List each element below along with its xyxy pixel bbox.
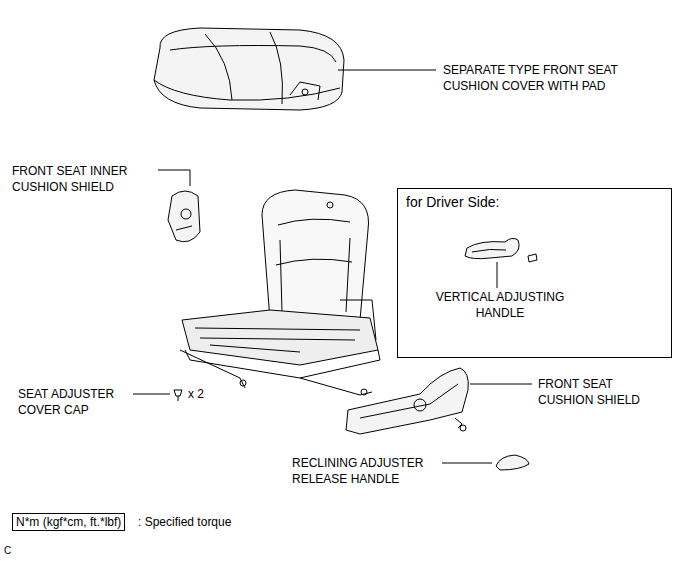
leader-line: [338, 70, 436, 71]
cover-cap-icon: [174, 390, 182, 401]
leader-line: [158, 170, 190, 186]
cushion-cover-drawing: [154, 28, 344, 110]
part-label: FRONT SEAT INNER CUSHION SHIELD: [12, 163, 142, 195]
leader-line: [470, 384, 532, 385]
quantity-label: x 2: [188, 386, 228, 402]
part-label: VERTICAL ADJUSTING HANDLE: [425, 289, 575, 321]
leader-line: [497, 262, 498, 288]
part-label: RECLINING ADJUSTER RELEASE HANDLE: [292, 455, 440, 487]
box-heading: for Driver Side:: [406, 194, 646, 210]
seat-drawing: [180, 190, 380, 395]
leader-line: [133, 394, 170, 395]
inner-shield-drawing: [168, 191, 200, 242]
cushion-shield-drawing: [346, 368, 468, 434]
leader-line: [442, 463, 492, 464]
part-label: SEPARATE TYPE FRONT SEAT CUSHION COVER W…: [443, 62, 633, 94]
inset-box: for Driver Side: VERTICAL ADJUSTING HANDL…: [397, 188, 672, 358]
release-handle-drawing: [496, 455, 529, 470]
box-heading: N*m (kgf*cm, ft.*lbf): [16, 514, 121, 530]
torque-box: N*m (kgf*cm, ft.*lbf): [12, 513, 125, 531]
vertical-handle-drawing: [465, 238, 537, 262]
part-label: SEAT ADJUSTER COVER CAP: [18, 386, 130, 418]
torque-note: : Specified torque: [138, 514, 298, 530]
figure-code: C: [4, 543, 24, 559]
part-label: FRONT SEAT CUSHION SHIELD: [538, 376, 650, 408]
